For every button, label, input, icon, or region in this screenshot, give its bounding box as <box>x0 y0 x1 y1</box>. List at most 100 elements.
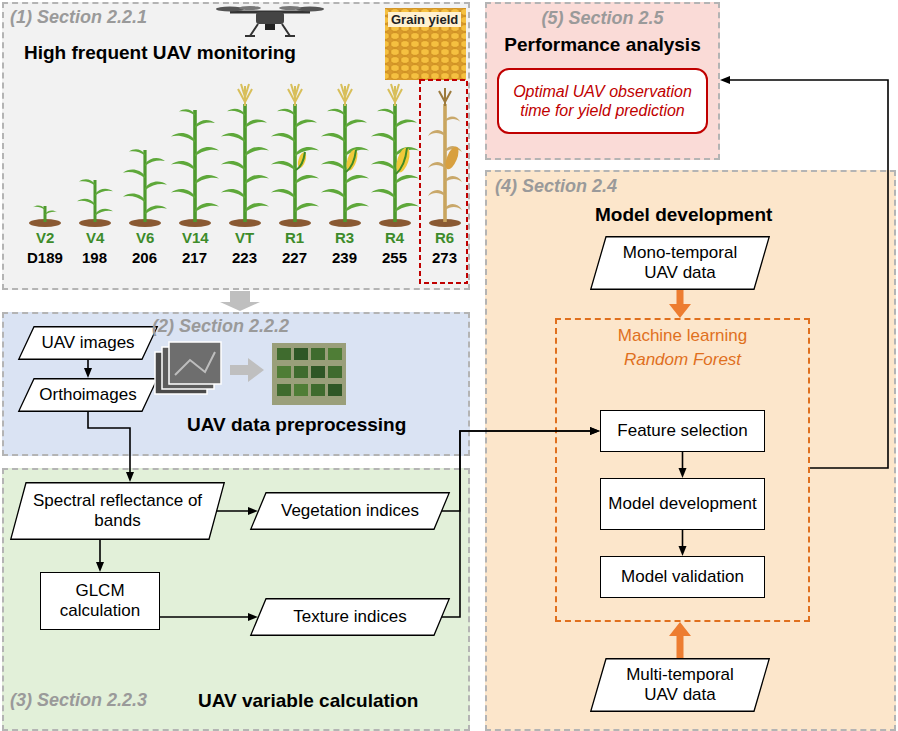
section-title: Performance analysis <box>487 34 718 56</box>
label-slot: R1 <box>285 229 304 246</box>
label-slot: R4 <box>385 229 404 246</box>
flow-arrow <box>720 76 888 468</box>
process-arrow <box>230 358 264 382</box>
text-slot: Multi-temporal UAV data <box>610 658 750 712</box>
label-slot: D189 <box>27 249 63 266</box>
text-slot: (5) Section 2.5 <box>487 8 718 29</box>
grain-photo <box>385 8 466 80</box>
stage-label: R6 <box>435 229 454 246</box>
data-box: Orthoimages <box>18 378 158 412</box>
text-slot: (4) Section 2.4 <box>495 176 617 197</box>
data-box: Multi-temporal UAV data <box>590 658 770 712</box>
box-text: Texture indices <box>293 607 406 627</box>
stage-label: R1 <box>285 229 304 246</box>
label-slot: 255 <box>382 249 407 266</box>
day-label: 223 <box>232 249 257 266</box>
process-box: GLCM calculation <box>40 572 160 630</box>
section-label: (4) Section 2.4 <box>495 176 617 197</box>
text-slot: GLCM calculation <box>47 573 153 629</box>
box-text: Vegetation indices <box>281 501 419 521</box>
flow-arrow <box>442 427 600 617</box>
day-label: 198 <box>82 249 107 266</box>
stage-label: V4 <box>86 229 104 246</box>
label-slot: Grain yield <box>388 12 461 27</box>
section-label: Machine learning <box>557 326 808 346</box>
label-slot: V4 <box>86 229 104 246</box>
field-photo <box>272 343 346 405</box>
text-slot: Feature selection <box>607 411 758 451</box>
section-panel: (2) Section 2.2.2UAV data preprocessing U… <box>2 312 470 456</box>
section-title: UAV variable calculation <box>198 690 418 712</box>
text-slot: Spectral reflectance of bands <box>30 482 205 540</box>
box-text: GLCM calculation <box>47 581 153 622</box>
day-label: 206 <box>132 249 157 266</box>
box-text: Optimal UAV observation time for yield p… <box>507 82 698 120</box>
process-box: Model development <box>600 478 765 530</box>
section-title: High frequent UAV monitoring <box>24 42 296 64</box>
drone-icon <box>216 6 324 36</box>
text-slot: Random Forest <box>557 350 808 370</box>
box-text: Spectral reflectance of bands <box>30 491 205 532</box>
text-slot: Model validation <box>607 557 758 597</box>
section-label: (2) Section 2.2.2 <box>152 316 289 337</box>
stage-label: V6 <box>136 229 154 246</box>
text-slot: (1) Section 2.2.1 <box>10 7 147 28</box>
image-stack <box>155 342 221 394</box>
text-slot: Mono-temporal UAV data <box>610 236 750 290</box>
text-slot: (2) Section 2.2.2 <box>152 316 289 337</box>
maize-plants <box>33 84 462 222</box>
label-slot: 223 <box>232 249 257 266</box>
section-panel: (1) Section 2.2.1High frequent UAV monit… <box>2 2 470 290</box>
day-label: 227 <box>282 249 307 266</box>
day-label: 239 <box>332 249 357 266</box>
label-slot: 227 <box>282 249 307 266</box>
flow-arrow <box>96 540 104 572</box>
day-label: 273 <box>432 249 457 266</box>
flow-arrow <box>679 452 687 478</box>
text-slot: Machine learning <box>557 326 808 346</box>
stage-label: R4 <box>385 229 404 246</box>
result-box: Optimal UAV observation time for yield p… <box>497 68 708 134</box>
flow-arrow <box>669 290 691 318</box>
flow-arrow <box>679 530 687 556</box>
data-box: UAV images <box>18 326 158 360</box>
text-slot: High frequent UAV monitoring <box>24 42 296 64</box>
data-box: Spectral reflectance of bands <box>10 482 225 540</box>
box-text: Feature selection <box>617 421 747 441</box>
text-slot: Texture indices <box>270 598 430 636</box>
flow-arrow <box>669 622 691 658</box>
box-text: Model validation <box>621 567 744 587</box>
stage-label: VT <box>235 229 254 246</box>
label-slot: R6 <box>435 229 454 246</box>
section-panel: (4) Section 2.4Model developmentMono-tem… <box>485 170 896 731</box>
stage-label: R3 <box>335 229 354 246</box>
flow-arrow <box>442 427 600 511</box>
label-slot: 273 <box>432 249 457 266</box>
section-title: Model development <box>595 204 772 226</box>
box-text: Multi-temporal UAV data <box>610 665 750 706</box>
label-slot: V6 <box>136 229 154 246</box>
label-slot: 217 <box>182 249 207 266</box>
data-box: Vegetation indices <box>250 492 450 530</box>
text-slot: Vegetation indices <box>270 492 430 530</box>
box-text: Mono-temporal UAV data <box>610 243 750 284</box>
highlight-box <box>420 80 467 283</box>
label-slot: 206 <box>132 249 157 266</box>
flow-arrow <box>160 613 258 621</box>
text-slot: Model development <box>595 204 772 226</box>
text-slot: UAV variable calculation <box>198 690 418 712</box>
label-slot: 198 <box>82 249 107 266</box>
stage-label: V2 <box>36 229 54 246</box>
section-label: (5) Section 2.5 <box>487 8 718 29</box>
text-slot: Model development <box>607 479 758 529</box>
section-panel: (5) Section 2.5Performance analysisOptim… <box>485 2 720 160</box>
text-slot: UAV data preprocessing <box>187 414 406 436</box>
label-slot: V2 <box>36 229 54 246</box>
section-label: (3) Section 2.2.3 <box>10 690 147 711</box>
day-label: 255 <box>382 249 407 266</box>
text-slot: Performance analysis <box>487 34 718 56</box>
text-slot: UAV images <box>38 326 138 360</box>
label-slot: VT <box>235 229 254 246</box>
